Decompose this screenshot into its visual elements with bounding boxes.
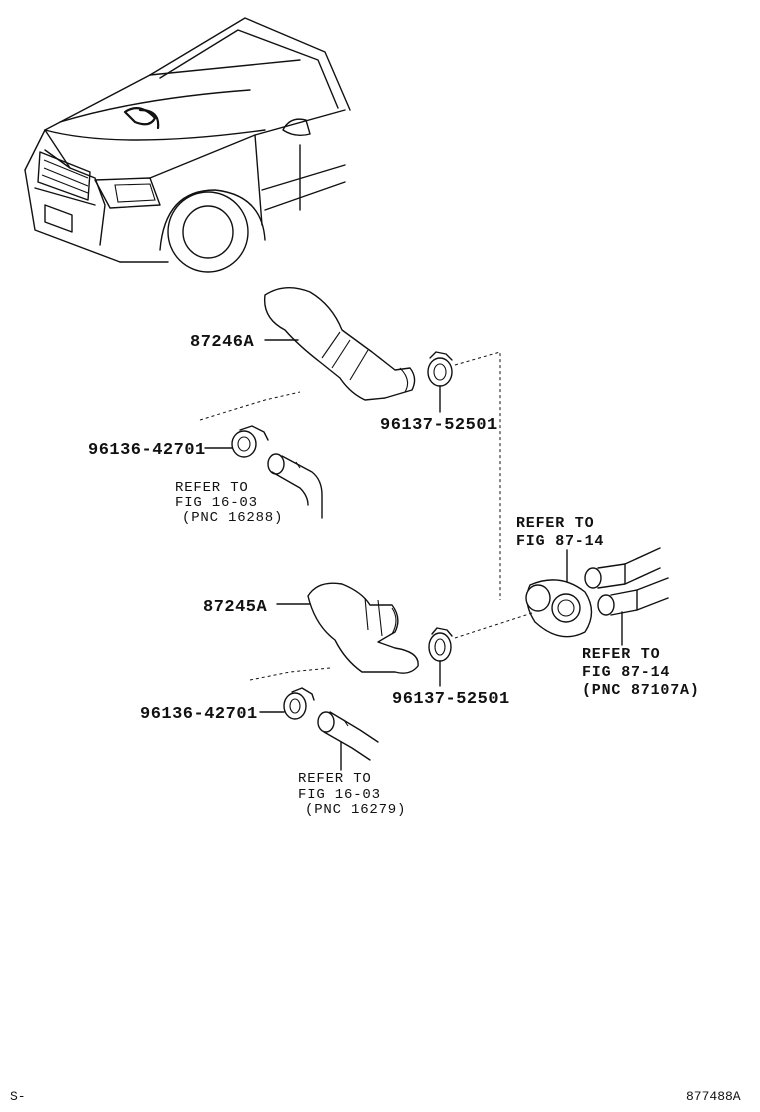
ref-bottom-right-line2: FIG 87-14 [582,664,670,681]
engine-pipe-upper [267,453,323,519]
ref-upper-left-line3: (PNC 16288) [182,510,283,526]
vehicle-locator-illustration [24,17,351,273]
ref-upper-left-line2: FIG 16-03 [175,495,258,511]
ref-lower-left-line2: FIG 16-03 [298,787,381,803]
clamp-96137-52501-lower[interactable] [428,627,453,662]
part-number-96136-lower: 96136-42701 [140,705,258,724]
heater-unit-flange [525,579,593,638]
heater-pipes [584,547,669,616]
part-number-96136-upper: 96136-42701 [88,441,206,460]
ref-upper-left-line1: REFER TO [175,480,249,496]
clamp-96136-42701-lower[interactable] [283,687,315,720]
ref-top-right-line1: REFER TO [516,515,594,532]
part-number-87245A: 87245A [203,598,268,617]
part-number-96137-lower: 96137-52501 [392,690,510,709]
hose-87246A[interactable] [263,287,416,401]
part-number-96137-upper: 96137-52501 [380,416,498,435]
footer-illustration-number: 877488A [686,1089,741,1104]
ref-bottom-right-line1: REFER TO [582,646,660,663]
clamp-96137-52501-upper[interactable] [427,351,453,387]
ref-bottom-right-line3: (PNC 87107A) [582,682,700,699]
ref-lower-left-line3: (PNC 16279) [305,802,406,818]
hose-87245A[interactable] [307,582,419,674]
clamp-96136-42701-upper[interactable] [231,425,269,458]
ref-lower-left-line1: REFER TO [298,771,372,787]
engine-pipe-lower [317,711,379,761]
ref-top-right-line2: FIG 87-14 [516,533,604,550]
footer-section-code: S- [10,1089,26,1104]
part-number-87246A: 87246A [190,333,255,352]
